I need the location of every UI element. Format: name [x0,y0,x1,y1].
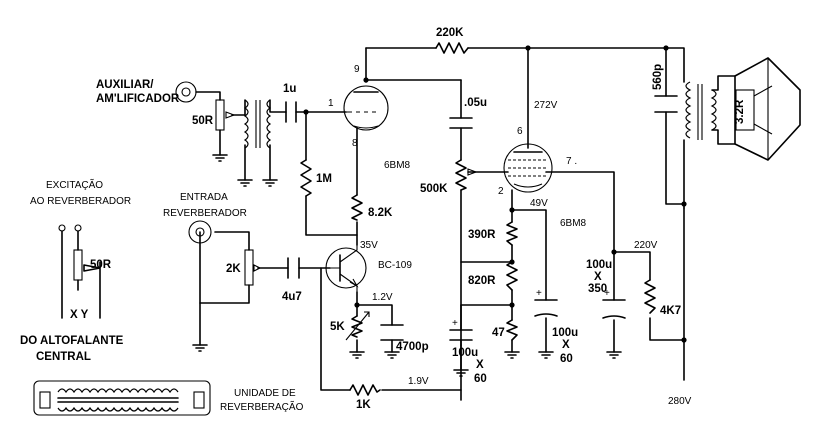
resistor-47 [506,319,518,341]
label-390r: 390R [468,229,496,241]
label-ao-reverberador: AO REVERBERADOR [30,196,131,207]
label-6bm8-triode: 6BM8 [384,160,411,171]
wires [195,47,685,401]
tube-triode-6bm8 [343,85,389,131]
capacitor-100u-60-a [449,304,473,346]
label-plus-b: + [536,288,542,299]
label-pin-6: 6 [517,126,523,137]
label-1-2v: 1.2V [372,292,393,303]
capacitor-100u-60-b [534,299,558,317]
pot-2k [244,249,262,286]
output-transformer [685,75,736,145]
label-100u-a-60: 60 [474,373,487,385]
label-1k: 1K [356,399,371,411]
capacitor-1u [285,101,297,123]
tube-pentode-6bm8 [503,143,553,193]
excitation-jack [58,224,101,319]
label-pin-7: 7 . [566,156,577,167]
label-272v: 272V [534,100,558,111]
label-4k7: 4K7 [660,305,681,317]
label-excitacao: EXCITAÇÃO [46,178,103,191]
label-entrada: ENTRADA [180,192,228,203]
label-820r: 820R [468,275,496,287]
label-49v: 49V [530,198,548,209]
label-100u-c: 100u [586,259,612,271]
label-reverberador: REVERBERADOR [163,208,247,219]
label-100u-b: 100u [552,327,578,339]
label-bc109: BC-109 [378,260,412,271]
label-6bm8-pentode: 6BM8 [560,218,587,229]
capacitor-560p [654,95,678,113]
input-transformer [243,99,272,149]
label-pin-8: 8 [352,138,358,149]
label-220v: 220V [634,240,658,251]
reverb-unit [33,380,211,416]
junction-dots [303,45,687,343]
input-jack-reverberador [188,220,212,244]
resistor-820r [506,261,518,291]
label-220k: 220K [436,27,464,39]
label-100u-b-x: X [562,339,570,351]
resistor-4k7 [644,279,656,314]
label-xy: X Y [70,309,89,321]
label-05u: .05u [464,97,487,109]
label-3-2r: 3.2R [734,99,746,124]
label-47: 47 [492,327,505,339]
label-unidade-de: UNIDADE DE [234,388,296,399]
label-4700p: 4700p [396,341,429,353]
capacitor-4700p [380,324,404,341]
label-1m: 1M [316,173,332,185]
transistor-bc109 [325,245,367,292]
label-100u-a-x: X [476,359,484,371]
label-2k: 2K [226,263,241,275]
resistor-1m [300,159,312,197]
ground-symbols [192,154,622,377]
label-100u-b-60: 60 [560,353,573,365]
resistor-8-2k [351,194,363,221]
label-280v: 280V [668,396,692,407]
label-50r-exc: 50R [90,259,112,271]
input-jack-auxiliar [175,81,197,103]
label-8-2k: 8.2K [368,207,393,219]
label-1-9v: 1.9V [408,376,429,387]
resistor-1k [349,384,381,396]
label-500k: 500K [420,183,448,195]
label-amplificador: AM'LIFICADOR [96,93,180,105]
label-50r-top: 50R [192,115,214,127]
pot-50r [215,99,236,131]
label-100u-c-x: X [594,271,602,283]
capacitor-4u7 [287,257,300,279]
label-auxiliar: AUXILIAR/ [96,79,154,91]
label-1u: 1u [283,83,296,95]
label-4u7: 4u7 [282,291,302,303]
label-100u-c-350: 350 [588,283,607,295]
label-do-altofalante: DO ALTOFALANTE [20,335,124,347]
label-plus-c: + [604,288,610,299]
label-reverberacao: REVERBERAÇÃO [220,400,304,413]
capacitor-05u [449,117,473,129]
label-pin-1: 1 [328,98,334,109]
label-pin-2: 2 [498,186,504,197]
label-35v: 35V [360,240,378,251]
label-pin-9: 9 [354,64,360,75]
text-labels: AUXILIAR/ AM'LIFICADOR 50R 1u 1 9 8 220K… [20,27,746,413]
label-100u-a: 100u [452,347,478,359]
label-5k: 5K [330,321,345,333]
resistor-220k [435,42,469,54]
pot-500k [455,159,478,191]
label-plus-a: + [452,318,458,329]
resistor-5k-variable [345,311,370,341]
label-560p: 560p [652,64,664,90]
label-central: CENTRAL [36,351,91,363]
speaker-icon [734,57,801,161]
resistor-390r [506,221,518,246]
capacitor-100u-350 [602,299,626,319]
